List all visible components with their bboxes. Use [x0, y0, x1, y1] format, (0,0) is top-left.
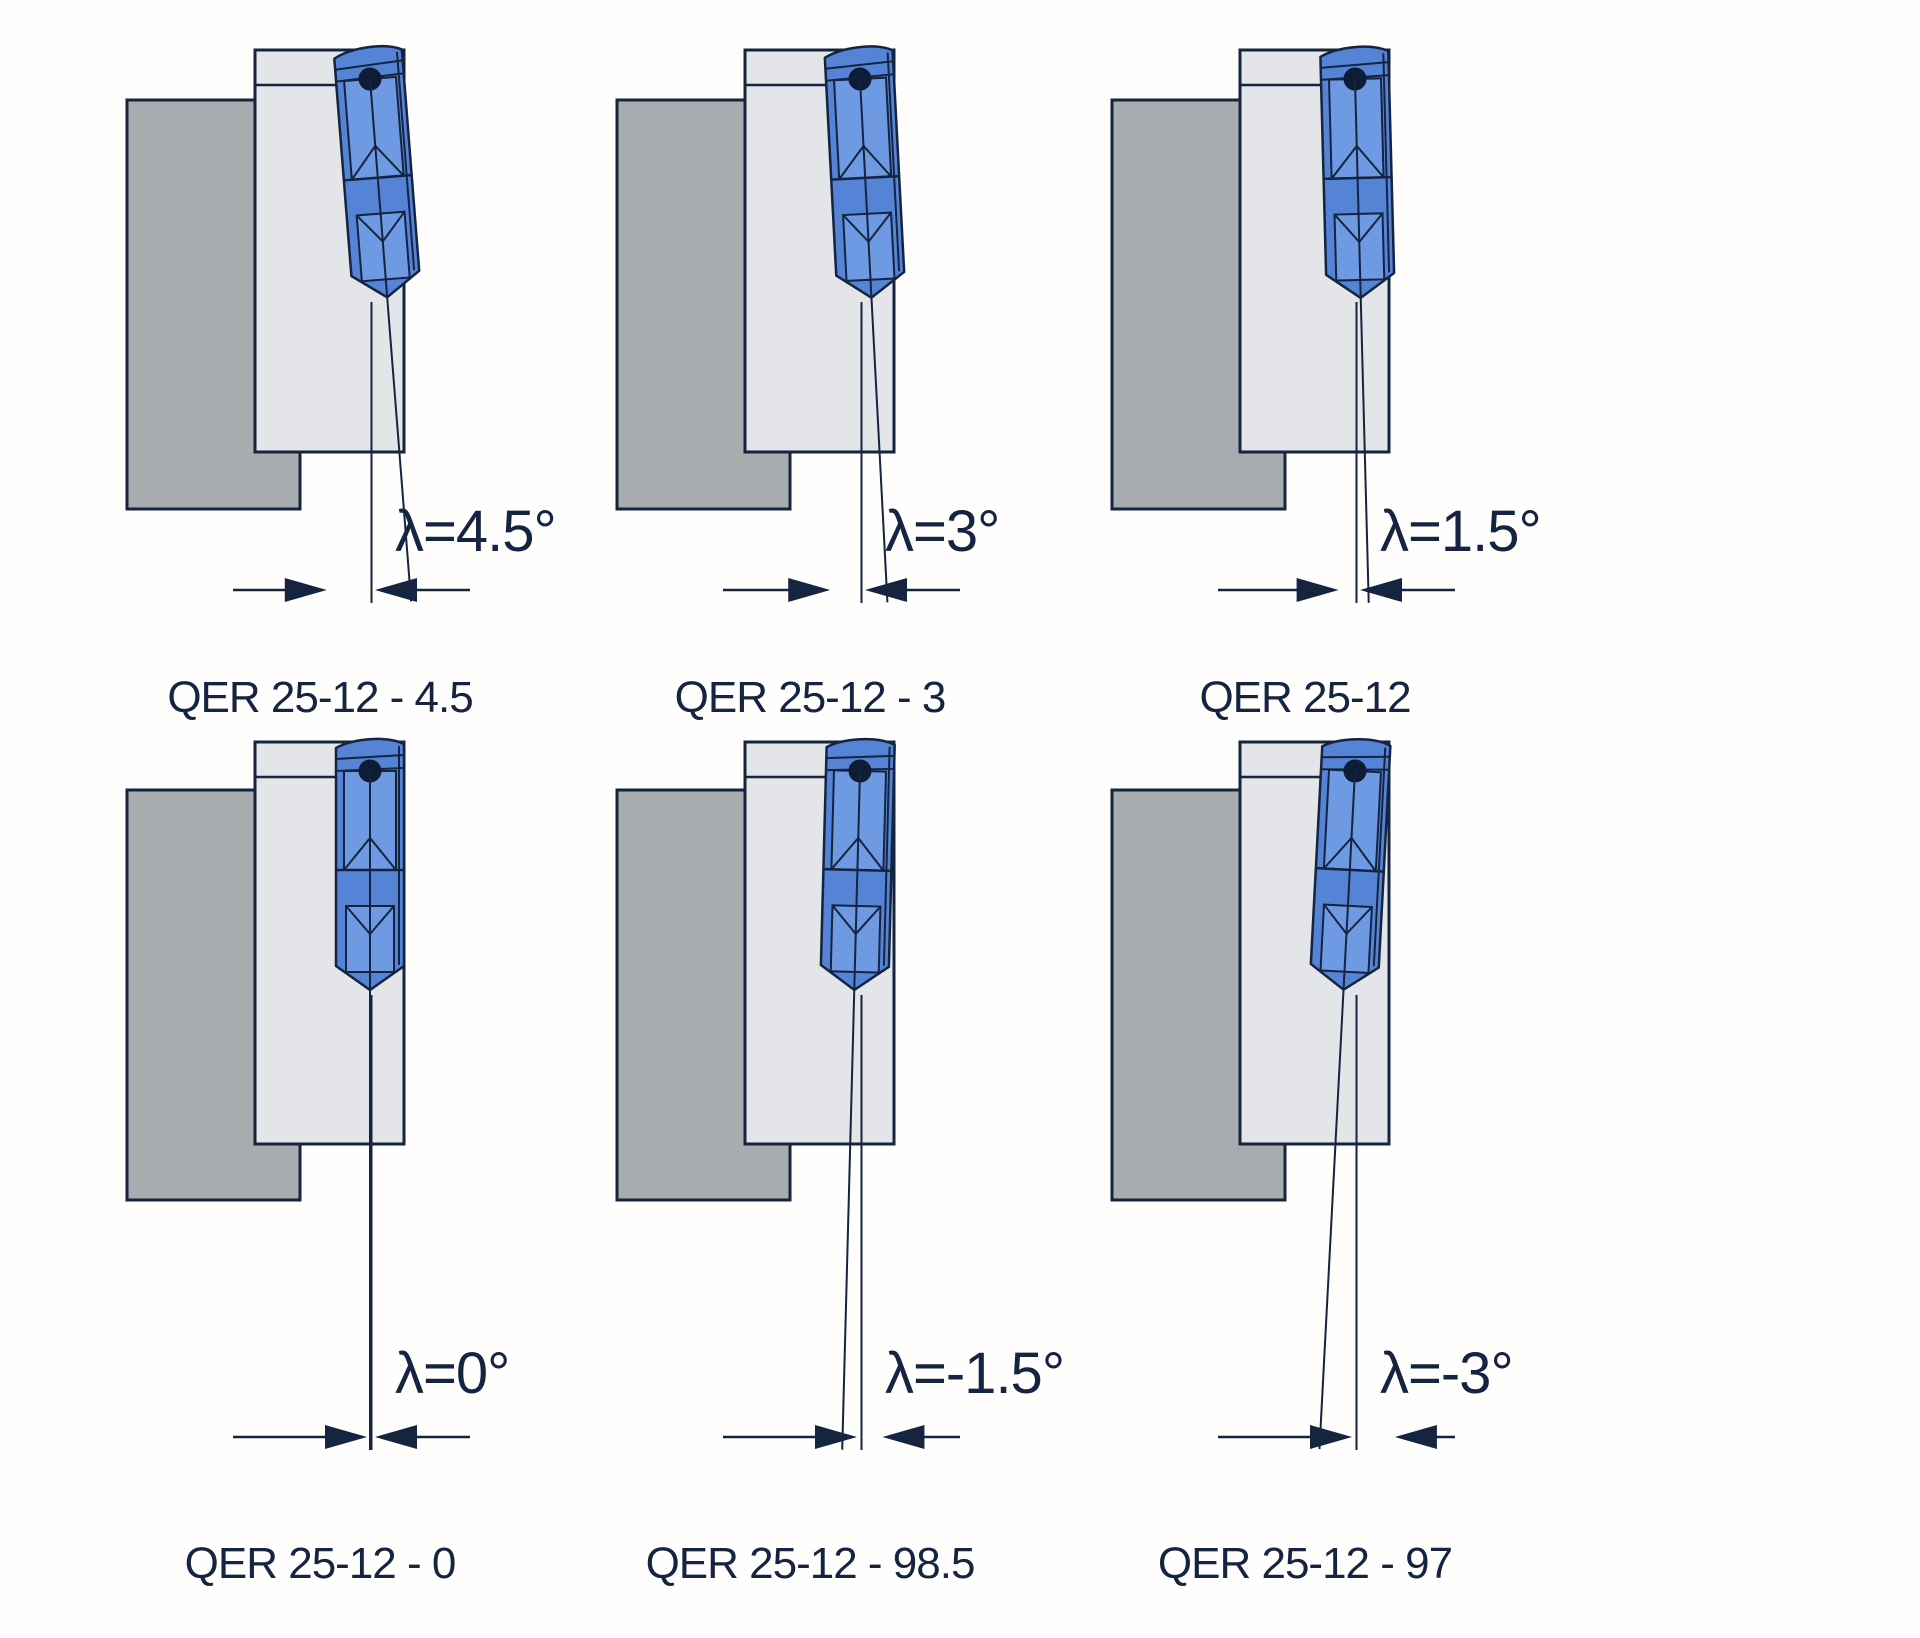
- axis-line: [369, 78, 413, 602]
- caption: QER 25-12 - 3: [675, 673, 946, 722]
- caption: QER 25-12 - 0: [185, 1539, 456, 1588]
- axis-line: [1354, 78, 1370, 603]
- arrow-head-left-icon: [1296, 578, 1339, 602]
- arrow-head-right-icon: [1360, 578, 1402, 602]
- angle-label: λ=-3°: [1380, 1341, 1513, 1406]
- insert-assembly: [1318, 44, 1396, 603]
- angle-label: λ=-1.5°: [885, 1341, 1064, 1406]
- angle-label: λ=3°: [885, 499, 999, 564]
- insert-assembly: [823, 43, 907, 603]
- angle-label: λ=4.5°: [395, 499, 556, 564]
- caption: QER 25-12 - 4.5: [167, 673, 472, 722]
- angle-label: λ=1.5°: [1380, 499, 1541, 564]
- arrow-head-left-icon: [815, 1425, 857, 1449]
- arrow-head-right-icon: [375, 578, 417, 602]
- insert-assembly: [334, 737, 406, 1450]
- axis-line: [859, 78, 889, 603]
- diagram-qer-25-12-97: λ=-3° QER 25-12 - 97: [985, 730, 1635, 1638]
- diagram-qer-25-12-98-5: λ=-1.5° QER 25-12 - 98.5: [490, 730, 1140, 1638]
- insert-assembly: [332, 43, 423, 602]
- axis-line: [841, 770, 861, 1450]
- arrow-head-left-icon: [284, 578, 327, 602]
- diagram-qer-25-12-3: λ=3° QER 25-12 - 3: [490, 0, 1140, 730]
- caption: QER 25-12 - 98.5: [646, 1539, 975, 1588]
- caption: QER 25-12: [1199, 673, 1410, 722]
- diagram-qer-25-12-4-5: λ=4.5° QER 25-12 - 4.5: [0, 0, 650, 730]
- diagram-qer-25-12-0: λ=0° QER 25-12 - 0: [0, 730, 650, 1638]
- angle-label: λ=0°: [395, 1341, 509, 1406]
- insert-assembly: [1308, 735, 1392, 1450]
- caption: QER 25-12 - 97: [1158, 1539, 1452, 1588]
- arrow-head-left-icon: [1310, 1425, 1352, 1449]
- insert-assembly: [819, 736, 897, 1450]
- arrow-head-right-icon: [865, 578, 907, 602]
- arrow-head-left-icon: [788, 578, 831, 602]
- arrow-head-right-icon: [882, 1425, 925, 1449]
- arrow-head-left-icon: [325, 1425, 367, 1449]
- axis-line: [1318, 770, 1356, 1450]
- arrow-head-right-icon: [375, 1425, 417, 1449]
- diagram-qer-25-12: λ=1.5° QER 25-12: [985, 0, 1635, 730]
- arrow-head-right-icon: [1394, 1425, 1437, 1449]
